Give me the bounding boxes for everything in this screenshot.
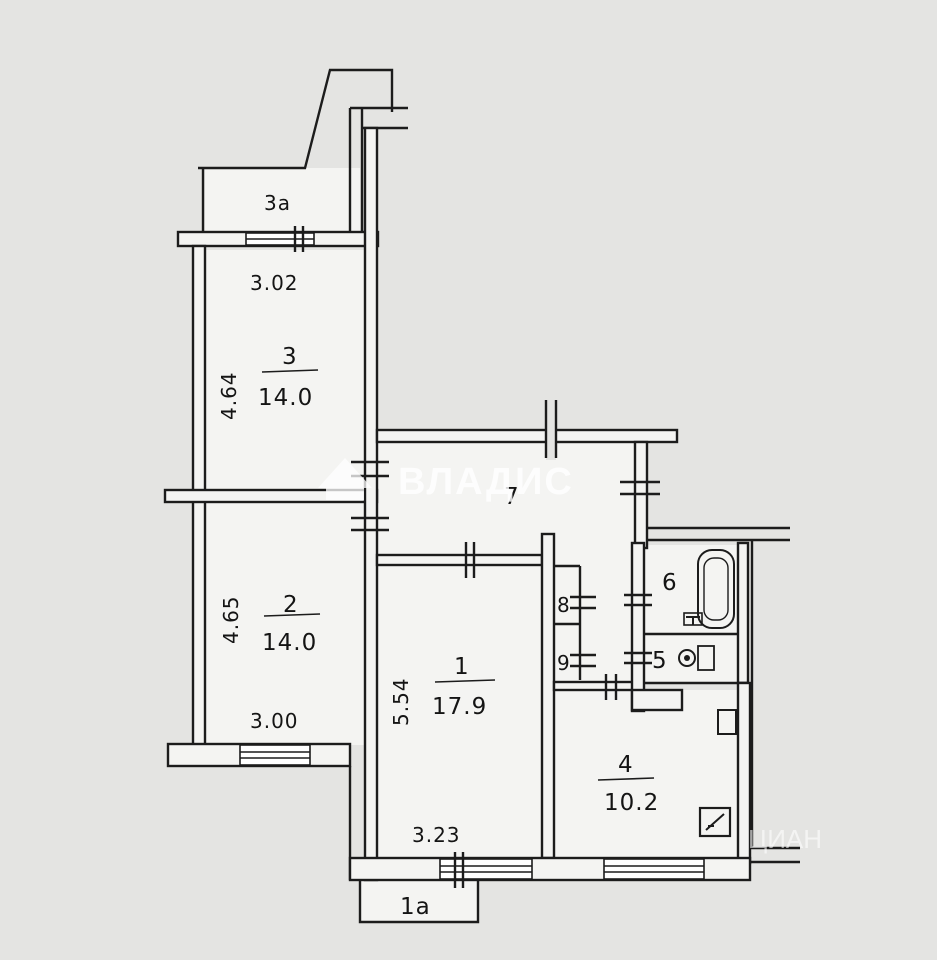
faucet-icon (686, 616, 700, 625)
room-3-dimension-length: 4.64 (217, 371, 241, 420)
room-4-area: 10.2 (604, 790, 659, 816)
bathtub-icon (697, 549, 735, 629)
toilet-icon (678, 649, 696, 667)
room-2-dimension-length: 4.65 (219, 595, 243, 644)
room-3-area: 14.0 (258, 385, 313, 411)
room-2-number: 2 (283, 592, 299, 618)
watermark: ВЛАДИС ЦИАН (318, 458, 822, 854)
room-5-number: 5 (652, 648, 668, 674)
room-3-dimension-width: 3.02 (250, 271, 299, 295)
room-8-number: 8 (557, 593, 571, 617)
walls (163, 68, 800, 924)
sink-icon (717, 709, 737, 735)
room-6-number: 6 (662, 570, 678, 596)
house-logo-icon (318, 458, 372, 500)
room-2-area: 14.0 (262, 630, 317, 656)
room-1-dimension-width: 3.23 (412, 823, 461, 847)
room-1-area: 17.9 (432, 694, 487, 720)
fraction-bars (261, 369, 655, 781)
room-1a-label: 1a (400, 894, 431, 920)
room-4-number: 4 (618, 752, 634, 778)
room-labels: 3a 3.02 3 14.0 4.64 2 14.0 4.65 3.00 7 1… (217, 191, 678, 920)
room-3-number: 3 (282, 344, 298, 370)
room-2-dimension-width: 3.00 (250, 709, 299, 733)
fixtures (678, 549, 737, 838)
watermark-secondary: ЦИАН (748, 824, 822, 854)
room-1-number: 1 (454, 654, 470, 680)
room-1-dimension-length: 5.54 (389, 677, 413, 726)
watermark-brand: ВЛАДИС (398, 461, 574, 503)
room-9-number: 9 (557, 651, 571, 675)
room-7-number: 7 (504, 484, 520, 510)
stove-icon (698, 806, 732, 838)
door-marks (293, 226, 660, 888)
room-3a-label: 3a (264, 191, 291, 215)
